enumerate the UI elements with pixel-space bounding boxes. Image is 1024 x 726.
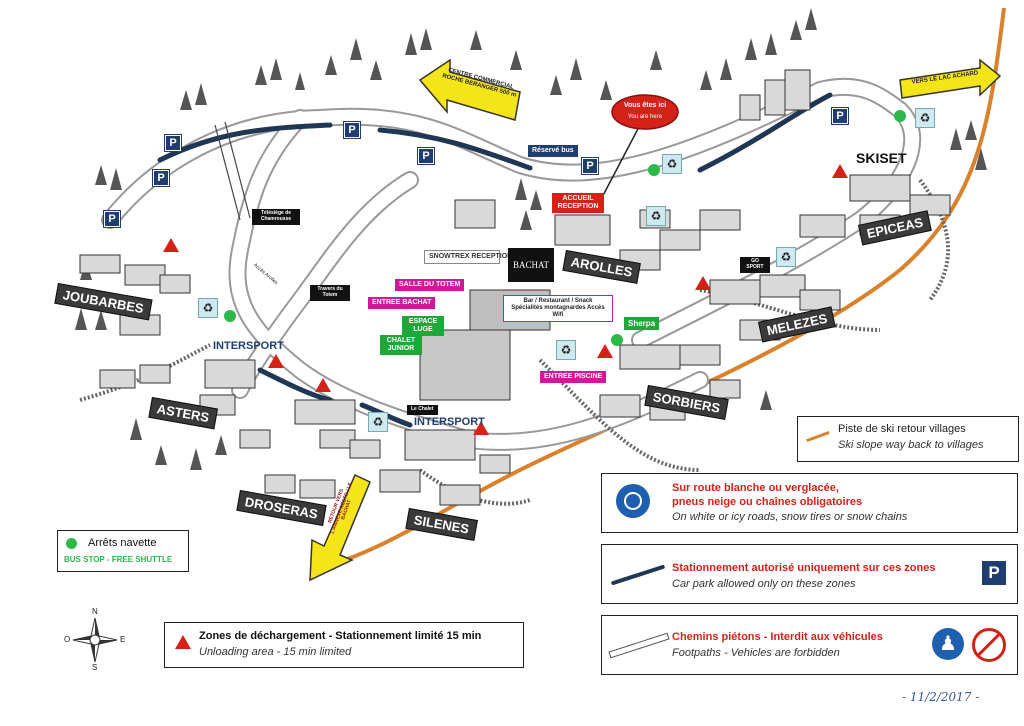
legend-tires-en: On white or icy roads, snow tires or sno… bbox=[672, 511, 908, 523]
snowtrex-tag: SNOWTREX RECEPTION bbox=[424, 250, 512, 265]
slope-swatch bbox=[806, 430, 830, 443]
legend-tires-fr1: Sur route blanche ou verglacée, bbox=[672, 482, 839, 494]
parking-p-icon: P bbox=[982, 561, 1006, 585]
parking-marker: P bbox=[153, 170, 169, 186]
legend-unload-fr: Zones de déchargement - Stationnement li… bbox=[199, 630, 482, 642]
waste-bin-icon: ♻ bbox=[662, 154, 682, 174]
compass-w: O bbox=[64, 635, 71, 644]
waste-bin-icon: ♻ bbox=[915, 108, 935, 128]
bus-stop-marker bbox=[648, 164, 660, 176]
espace-luge-tag: ESPACE LUGE bbox=[402, 316, 444, 337]
legend-slope-fr: Piste de ski retour villages bbox=[838, 423, 966, 435]
bus-stop-marker bbox=[894, 110, 906, 122]
legend-shuttle-fr: Arrêts navette bbox=[88, 537, 157, 549]
compass-e: E bbox=[120, 635, 126, 644]
handwritten-date: - 11/2/2017 - bbox=[902, 690, 980, 704]
accueil-reception-tag: ACCUEIL RECEPTION bbox=[552, 193, 604, 214]
reserve-bus-tag: Réservé bus bbox=[527, 144, 579, 159]
snow-chain-icon bbox=[616, 484, 650, 518]
legend-parking-en: Car park allowed only on these zones bbox=[672, 578, 856, 590]
legend-tires: Sur route blanche ou verglacée, pneus ne… bbox=[601, 473, 1018, 533]
legend-unloading: Zones de déchargement - Stationnement li… bbox=[164, 622, 524, 668]
intersport-label-1: INTERSPORT bbox=[213, 340, 284, 352]
bus-stop-marker bbox=[224, 310, 236, 322]
waste-bin-icon: ♻ bbox=[368, 412, 388, 432]
ski-slope-line bbox=[344, 7, 1006, 562]
travers-tag: Travers du Totem bbox=[310, 285, 350, 301]
you-are-here-en: You are here bbox=[627, 114, 663, 120]
pedestrian-icon: ♟ bbox=[932, 628, 964, 660]
legend-parking: Stationnement autorisé uniquement sur ce… bbox=[601, 544, 1018, 604]
parking-marker: P bbox=[344, 122, 360, 138]
waste-bin-icon: ♻ bbox=[646, 206, 666, 226]
bus-stop-marker bbox=[611, 334, 623, 346]
compass-rose bbox=[72, 617, 118, 663]
compass-n: N bbox=[92, 607, 98, 616]
legend-shuttle-en: BUS STOP - FREE SHUTTLE bbox=[64, 555, 173, 564]
parking-marker: P bbox=[418, 148, 434, 164]
centre-commercial-arrow bbox=[418, 58, 521, 121]
parking-marker: P bbox=[165, 135, 181, 151]
waste-bin-icon: ♻ bbox=[776, 247, 796, 267]
legend-tires-fr2: pneus neige ou chaînes obligatoires bbox=[672, 496, 863, 508]
compass-s: S bbox=[92, 663, 98, 672]
you-are-here-oval bbox=[611, 94, 679, 130]
south-arrow bbox=[309, 473, 371, 582]
legend-foot-fr: Chemins piétons - Interdit aux véhicules bbox=[672, 631, 883, 643]
unloading-triangles bbox=[163, 164, 848, 435]
entree-piscine-tag: ENTREE PISCINE bbox=[540, 371, 607, 384]
you-are-here-fr: Vous êtes ici bbox=[623, 102, 667, 109]
intersport-label-2: INTERSPORT bbox=[414, 416, 485, 428]
telesiege-tag: Télésiège de Chamrousse bbox=[252, 209, 300, 225]
bachat-tag: BACHAT bbox=[508, 248, 554, 282]
legend-parking-fr: Stationnement autorisé uniquement sur ce… bbox=[672, 562, 936, 574]
legend-foot-en: Footpaths - Vehicles are forbidden bbox=[672, 647, 840, 659]
chalet-junior-tag: CHALET JUNIOR bbox=[380, 335, 422, 356]
go-sport-tag: GO SPORT bbox=[740, 257, 770, 273]
unloading-triangle-icon bbox=[175, 635, 191, 649]
bus-stop-icon bbox=[66, 538, 77, 549]
parking-marker: P bbox=[104, 211, 120, 227]
waste-bin-icon: ♻ bbox=[556, 340, 576, 360]
lac-achard-arrow bbox=[899, 58, 1002, 99]
chairlift bbox=[214, 121, 251, 221]
legend-footpaths: Chemins piétons - Interdit aux véhicules… bbox=[601, 615, 1018, 675]
skiset-label: SKISET bbox=[856, 150, 907, 166]
parking-swatch bbox=[610, 564, 666, 586]
buildings bbox=[79, 69, 951, 506]
parking-marker: P bbox=[832, 108, 848, 124]
footpath-swatch bbox=[608, 632, 670, 659]
entree-bachat-tag: ENTREE BACHAT bbox=[368, 297, 436, 310]
legend-unload-en: Unloading area - 15 min limited bbox=[199, 646, 352, 658]
legend-shuttle: Arrêts navette BUS STOP - FREE SHUTTLE bbox=[57, 530, 189, 572]
waste-bin-icon: ♻ bbox=[198, 298, 218, 318]
sherpa-tag: Sherpa bbox=[624, 317, 660, 331]
parking-marker: P bbox=[582, 158, 598, 174]
le-chalet-tag: Le Chalet bbox=[407, 405, 438, 415]
salle-totem-tag: SALLE DU TOTEM bbox=[395, 279, 465, 292]
bar-restaurant-tag: Bar / Restaurant / Snack Spécialités mon… bbox=[503, 295, 613, 322]
legend-slope: Piste de ski retour villages Ski slope w… bbox=[797, 416, 1019, 462]
legend-slope-en: Ski slope way back to villages bbox=[838, 439, 984, 451]
no-vehicles-icon bbox=[972, 628, 1006, 662]
you-are-here-pointer bbox=[597, 124, 641, 206]
